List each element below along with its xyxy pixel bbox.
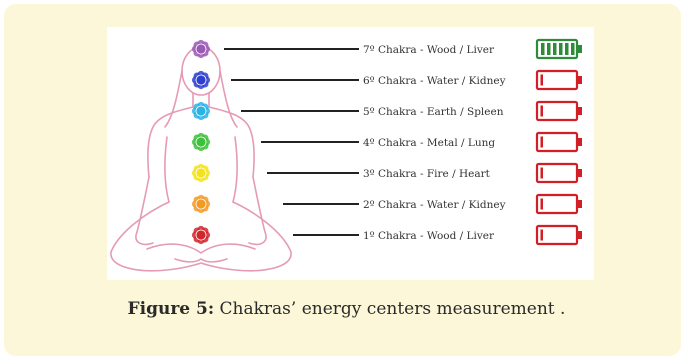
battery-empty-icon bbox=[537, 102, 582, 120]
chakra-row: 7º Chakra - Wood / Liver bbox=[192, 40, 582, 58]
chakra-symbol-icon bbox=[192, 40, 210, 58]
caption-label: Figure 5: bbox=[128, 299, 215, 319]
chakra-diagram: 7º Chakra - Wood / Liver 6º Chakra - Wate… bbox=[107, 27, 594, 280]
chakra-symbol-icon bbox=[192, 164, 210, 182]
chakra-symbol-icon bbox=[192, 133, 210, 151]
figure-frame: 7º Chakra - Wood / Liver 6º Chakra - Wate… bbox=[4, 4, 681, 356]
right-arm-outline bbox=[249, 177, 266, 244]
left-arm-outline bbox=[136, 177, 153, 244]
inner-legs-outline bbox=[147, 244, 255, 253]
chakra-row: 1º Chakra - Wood / Liver bbox=[192, 226, 582, 244]
chakra-row: 3º Chakra - Fire / Heart bbox=[192, 164, 582, 182]
battery-empty-icon bbox=[537, 195, 582, 213]
chakra-label: 2º Chakra - Water / Kidney bbox=[363, 199, 506, 211]
chakra-row: 5º Chakra - Earth / Spleen bbox=[192, 102, 582, 120]
chakra-label: 7º Chakra - Wood / Liver bbox=[363, 44, 495, 56]
chakra-diagram-svg: 7º Chakra - Wood / Liver 6º Chakra - Wate… bbox=[107, 27, 594, 280]
chakra-label: 1º Chakra - Wood / Liver bbox=[363, 230, 495, 242]
chakra-label: 6º Chakra - Water / Kidney bbox=[363, 75, 506, 87]
chakra-label: 5º Chakra - Earth / Spleen bbox=[363, 106, 504, 118]
battery-full-icon bbox=[537, 40, 582, 58]
caption-text: Chakras’ energy centers measurement . bbox=[214, 299, 565, 319]
feet-outline bbox=[175, 259, 227, 262]
chakra-symbol-icon bbox=[192, 102, 210, 120]
chakra-symbol-icon bbox=[192, 195, 210, 213]
chakra-rows: 7º Chakra - Wood / Liver 6º Chakra - Wate… bbox=[192, 40, 582, 244]
chakra-symbol-icon bbox=[192, 226, 210, 244]
battery-empty-icon bbox=[537, 164, 582, 182]
chakra-label: 4º Chakra - Metal / Lung bbox=[363, 137, 495, 149]
battery-empty-icon bbox=[537, 133, 582, 151]
chakra-label: 3º Chakra - Fire / Heart bbox=[363, 168, 491, 180]
chakra-row: 6º Chakra - Water / Kidney bbox=[192, 71, 582, 89]
battery-empty-icon bbox=[537, 71, 582, 89]
chakra-row: 4º Chakra - Metal / Lung bbox=[192, 133, 582, 151]
figure-caption: Figure 5: Chakras’ energy centers measur… bbox=[4, 299, 685, 319]
battery-empty-icon bbox=[537, 226, 582, 244]
chakra-symbol-icon bbox=[192, 71, 210, 89]
